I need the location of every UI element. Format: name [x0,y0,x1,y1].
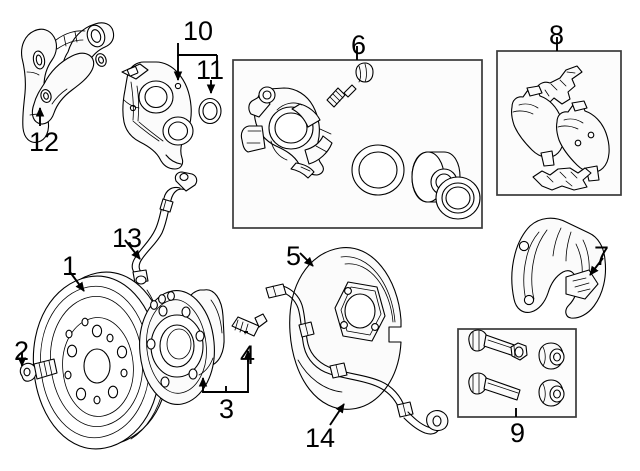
callout-number-12: 12 [29,127,60,157]
callout-leaders [17,37,604,426]
leader-5 [299,252,314,267]
leader-13 [124,239,141,260]
rotor-small-holes [64,317,128,405]
leader-7 [589,257,604,276]
callout-number-11: 11 [196,55,225,85]
part-suspension-bracket-arm [21,22,115,143]
part-guide-pin-bolt-2 [468,372,521,401]
part-splash-shield [289,247,402,410]
part-guide-pin-bolt-1 [468,329,521,358]
part-caliper-piston-seal-b [435,176,481,220]
callout-number-1: 1 [62,251,78,281]
part-rotor-screw [19,358,58,382]
callout-number-5: 5 [286,241,302,271]
part-brake-pad-inner [511,85,565,167]
part-bushing-1 [538,342,565,370]
part-wheel-stud [231,313,268,337]
part-hex-nut [510,342,528,361]
part-caliper-bleeder-screw [326,84,357,108]
part-brake-caliper [240,86,333,179]
callout-number-2: 2 [14,336,30,366]
rotor-lug-holes [66,324,128,401]
part-knuckle-seal-ring [198,97,222,125]
part-bushing-2 [538,379,565,407]
part-brake-pad-clip-bottom [532,167,592,191]
part-brake-pad-outer [556,100,610,182]
part-caliper-piston-seal-a [351,144,405,196]
callout-number-8: 8 [549,20,565,50]
part-brake-rotor [32,271,170,450]
leader-14 [329,403,345,426]
part-steering-knuckle [121,61,194,170]
leader-1 [69,271,85,292]
callout-number-3: 3 [219,394,235,424]
part-brake-pad-clip-top [536,65,583,105]
part-caliper-dust-cap [355,62,374,83]
part-abs-speed-sensor [265,283,449,435]
callout-number-10: 10 [183,16,214,46]
callout-number-6: 6 [351,30,367,60]
part-caliper-bracket [511,217,607,319]
part-brake-hose [131,171,198,285]
part-wheel-hub-assembly [139,289,225,405]
callout-number-7: 7 [594,241,610,271]
callout-number-4: 4 [240,340,256,370]
callout-number-9: 9 [510,418,526,448]
callout-number-14: 14 [305,423,336,453]
callout-number-13: 13 [112,223,143,253]
